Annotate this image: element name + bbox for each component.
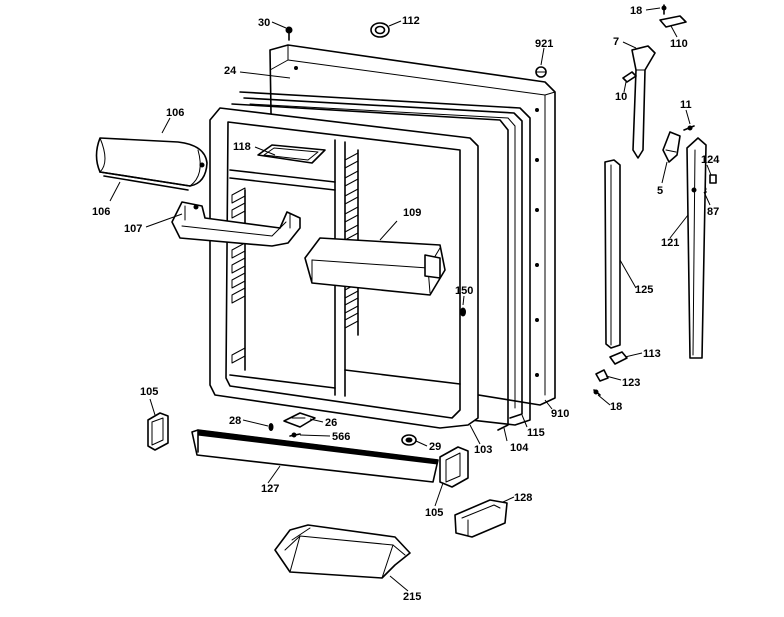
- bracket-105-left: [147, 412, 169, 451]
- screw-18-bottom: [593, 389, 601, 396]
- label-103: 103: [474, 444, 492, 456]
- label-123: 123: [622, 377, 640, 389]
- left-shelf-rails: [231, 187, 246, 371]
- part-124: [709, 174, 717, 184]
- trim-125: [604, 159, 621, 349]
- bracket-26: [283, 412, 316, 428]
- screw-566: [289, 432, 301, 438]
- screw-28: [268, 423, 274, 431]
- bracket-5: [662, 131, 681, 163]
- label-11: 11: [680, 99, 692, 111]
- label-566: 566: [332, 431, 350, 443]
- label-124: 124: [701, 154, 720, 166]
- label-106-top: 106: [166, 107, 184, 119]
- label-127: 127: [261, 483, 279, 495]
- part-labels: 30 112 18 110 921 7 24 10 106 11 118 124…: [92, 5, 720, 603]
- label-115: 115: [527, 427, 545, 439]
- label-106-bottom: 106: [92, 206, 110, 218]
- label-910: 910: [551, 408, 569, 420]
- leader-lines: [109, 7, 712, 592]
- part-123: [595, 369, 609, 382]
- kick-panel-127: [191, 429, 439, 483]
- holder-128: [454, 499, 508, 538]
- screw-18-top: [661, 4, 667, 15]
- bin-109: [304, 237, 446, 296]
- pin-11: [683, 125, 695, 131]
- plug-29: [401, 434, 417, 446]
- label-10: 10: [615, 91, 627, 103]
- label-113: 113: [643, 348, 661, 360]
- tray-118: [257, 144, 326, 164]
- label-112: 112: [402, 15, 420, 27]
- bracket-105-right: [439, 446, 469, 488]
- label-125: 125: [635, 284, 653, 296]
- label-26: 26: [325, 417, 337, 429]
- bin-215: [274, 524, 411, 579]
- dairy-cover-106: [95, 137, 208, 191]
- label-150: 150: [455, 285, 473, 297]
- label-110: 110: [670, 38, 688, 50]
- label-24: 24: [224, 65, 237, 77]
- label-121: 121: [661, 237, 679, 249]
- label-921: 921: [535, 38, 553, 50]
- label-18-top: 18: [630, 5, 642, 17]
- screw-30: [285, 26, 293, 41]
- hinge-7: [631, 45, 656, 159]
- label-18-bottom: 18: [610, 401, 622, 413]
- cap-921: [535, 66, 547, 78]
- label-215: 215: [403, 591, 421, 603]
- label-87: 87: [707, 206, 719, 218]
- label-7: 7: [613, 36, 619, 48]
- label-128: 128: [514, 492, 532, 504]
- label-104: 104: [510, 442, 529, 454]
- shelf-107: [171, 201, 301, 247]
- label-105-right: 105: [425, 507, 443, 519]
- part-10: [622, 71, 637, 83]
- label-105-left: 105: [140, 386, 158, 398]
- label-5: 5: [657, 185, 663, 197]
- label-29: 29: [429, 441, 441, 453]
- part-113: [609, 351, 628, 365]
- label-109: 109: [403, 207, 421, 219]
- label-107: 107: [124, 223, 142, 235]
- label-118: 118: [233, 141, 251, 153]
- plug-112: [370, 22, 390, 38]
- part-110: [659, 15, 687, 28]
- handle-121: [686, 137, 707, 359]
- screw-150: [460, 307, 466, 317]
- label-30: 30: [258, 17, 270, 29]
- label-28: 28: [229, 415, 241, 427]
